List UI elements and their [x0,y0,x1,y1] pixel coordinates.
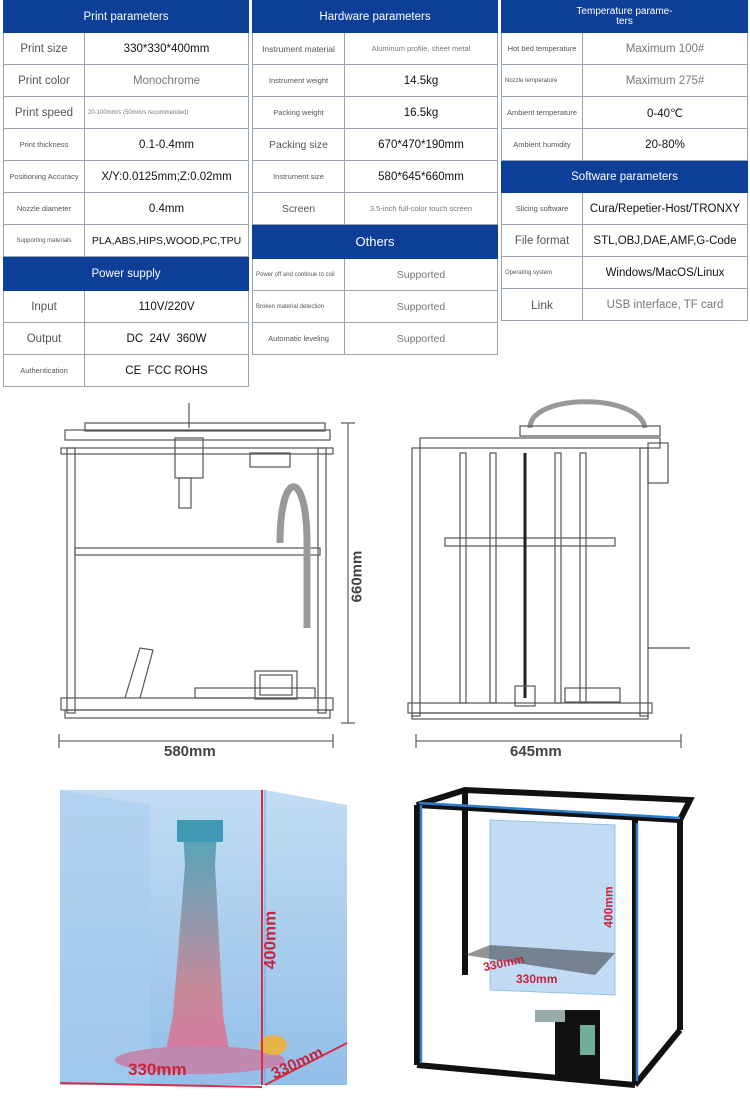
row-label: Nozzle temperature [501,64,583,97]
print-parameters-header: Print parameters [2,0,250,33]
software-parameters-header: Software parameters [501,160,748,193]
row-label: Positioning Accuracy [3,160,85,193]
row-value: 20-100mm/s (50mm/s recommended) [83,96,250,129]
others-header: Others [252,224,498,259]
hardware-parameters-header: Hardware parameters [252,0,498,33]
row-label: Print size [3,32,85,65]
row-value: 20-80% [582,128,748,161]
row-value: 670*470*190mm [344,128,498,161]
row-value: 330*330*400mm [83,32,250,65]
build-volume-photo [59,790,348,1088]
row-value: DC 24V 360W [83,322,250,355]
height-label: 660mm [348,550,366,603]
row-value: STL,OBJ,DAE,AMF,G-Code [582,224,748,257]
row-value: 3.5-inch full-color touch screen [344,192,498,225]
row-value: Maximum 275# [582,64,748,97]
build-depth-label: 330mm [516,972,558,986]
row-label: Input [3,290,85,323]
row-label: Broken material detection [252,290,345,323]
row-value: Supported [344,290,498,323]
side-depth-label: 645mm [510,743,562,760]
row-value: Monochrome [83,64,250,97]
row-label: Ambient temperature [501,96,583,129]
row-label: Power off and continue to coil [252,258,345,291]
row-label: Instrument size [252,160,345,193]
row-value: USB interface, TF card [582,288,748,321]
photo-width-label: 330mm [128,1060,187,1079]
row-label: Output [3,322,85,355]
side-view-drawing [407,399,690,748]
row-label: Instrument weight [252,64,345,97]
row-label: Slicing software [501,192,583,225]
row-value: 14.5kg [344,64,498,97]
row-label: Authentication [3,354,85,387]
front-width-label: 580mm [164,743,216,760]
temperature-parameters-header: Temperature parame- ters [501,0,748,33]
printer-photo [414,786,695,1088]
row-value: Supported [344,322,498,355]
row-label: Hot bed temperature [501,32,583,65]
row-value: Windows/MacOS/Linux [582,256,748,289]
row-value: CE FCC ROHS [83,354,250,387]
row-value: 0.4mm [83,192,250,225]
row-value: 580*645*660mm [344,160,498,193]
row-label: Nozzle diameter [3,192,85,225]
row-value: 110V/220V [83,290,250,323]
row-label: Instrument material [252,32,345,65]
build-height-label: 400mm [601,886,616,928]
front-view-drawing [58,403,355,748]
row-label: Automatic leveling [252,322,345,355]
row-label: File format [501,224,583,257]
temperature-parameters-table: Temperature parame- ters Hot bed tempera… [501,0,748,321]
row-value: Maximum 100# [582,32,748,65]
row-label: Packing weight [252,96,345,129]
power-supply-header: Power supply [2,256,250,291]
row-label: Print thickness [3,128,85,161]
row-label: Ambient humidity [501,128,583,161]
row-value: X/Y:0.0125mm;Z:0.02mm [83,160,250,193]
row-label: Operating system [501,256,583,289]
photo-height-label: 400mm [260,910,280,970]
row-value: Cura/Repetier-Host/TRONXY [582,192,748,225]
row-label: Link [501,288,583,321]
row-label: Packing size [252,128,345,161]
row-label: Print color [3,64,85,97]
row-label: Supporting materials [3,224,85,257]
row-label: Screen [252,192,345,225]
row-value: PLA,ABS,HIPS,WOOD,PC,TPU [83,224,250,257]
row-value: 0-40℃ [582,96,748,129]
row-label: Print speed [3,96,85,129]
row-value: Aluminum profile, sheet metal [344,32,498,65]
row-value: 16.5kg [344,96,498,129]
row-value: 0.1-0.4mm [83,128,250,161]
row-value: Supported [344,258,498,291]
